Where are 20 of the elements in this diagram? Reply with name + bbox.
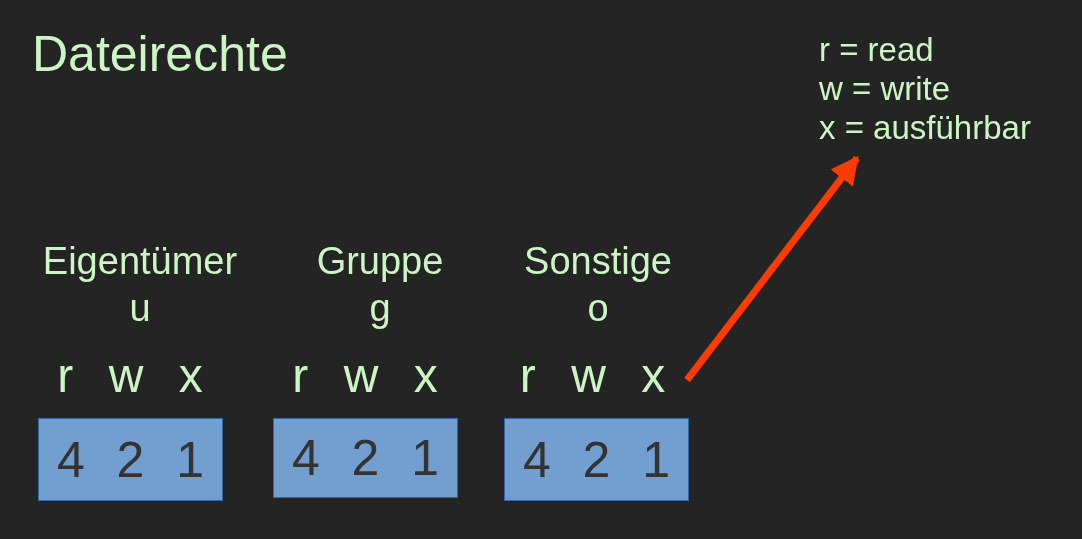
arrow (684, 155, 860, 383)
value-box (38, 418, 223, 501)
category-letter: o (586, 286, 610, 331)
key-entry: w = write (819, 69, 952, 108)
category-heading: Sonstige (523, 239, 673, 284)
diagram-title: Dateirechte (32, 25, 288, 84)
permission-values: 4 2 1 (522, 430, 671, 489)
category-letter: g (368, 286, 392, 331)
permission-values: 4 2 1 (56, 430, 205, 489)
key-entry: x = ausführbar (819, 108, 1032, 147)
value-box (273, 418, 458, 498)
permission-letters: r w x (265, 348, 465, 404)
category-letter: u (128, 286, 152, 331)
permission-letters: r w x (30, 348, 230, 404)
permission-letters: r w x (495, 348, 690, 404)
value-box (504, 418, 689, 501)
permission-values: 4 2 1 (291, 429, 440, 487)
category-heading: Gruppe (315, 239, 445, 284)
category-heading: Eigentümer (41, 239, 239, 284)
key-entry: r = read (819, 30, 935, 69)
